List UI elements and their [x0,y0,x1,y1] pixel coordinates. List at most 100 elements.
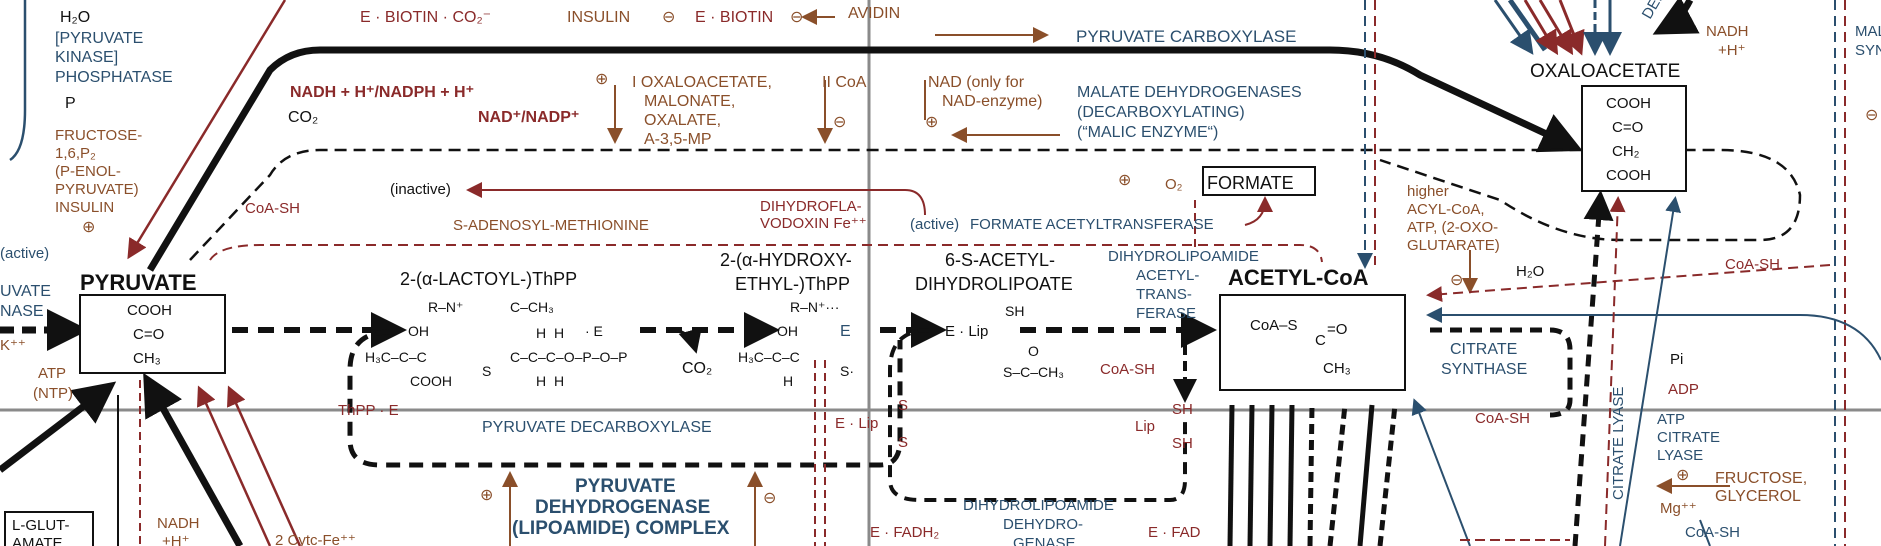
svg-text:NAD-enzyme): NAD-enzyme) [942,93,1042,110]
svg-text:DIHYDROLIPOAMIDE: DIHYDROLIPOAMIDE [963,497,1114,514]
left-blue-bracket [9,0,27,162]
pyruvate-carboxylase-label: PYRUVATE CARBOXYLASE [1076,27,1296,46]
svg-text:PYRUVATE): PYRUVATE) [55,181,139,198]
pk-phosphatase-label: [PYRUVATE KINASE] PHOSPHATASE [55,30,173,86]
nadh-left-label: NADH +H⁺ [157,515,200,546]
svg-text:CH₂: CH₂ [1612,143,1640,160]
citrate-synthase-label: CITRATE SYNTHASE [1441,341,1527,378]
svg-text:ETHYL-)ThPP: ETHYL-)ThPP [735,274,850,294]
svg-text:CITRATE: CITRATE [1450,341,1517,358]
avidin-label: AVIDIN [848,5,900,22]
svg-text:AMATE: AMATE [12,535,63,546]
svg-text:MALONATE,: MALONATE, [644,93,735,110]
svg-text:2-(α-HYDROXY-: 2-(α-HYDROXY- [720,250,852,270]
inhibitors-1-label: I OXALOACETATE, MALONATE, OXALATE, A-3,5… [632,74,772,148]
left-thick-arrow-in-2 [143,372,244,546]
inactive-arrow [466,182,926,216]
thpp-e-label: ThPP · E [338,402,399,419]
svg-text:FRUCTOSE,: FRUCTOSE, [1715,470,1807,487]
svg-text:R–N⁺···: R–N⁺··· [790,299,839,315]
svg-text:H: H [536,373,546,389]
left-red-arrow-2 [197,385,272,546]
svg-text:CITRATE: CITRATE [1657,429,1720,446]
lactoyl-thpp-title: 2-(α-LACTOYL-)ThPP [400,269,577,289]
inactive-label: (inactive) [390,181,451,198]
minus-symbol-insulin: ⊖ [662,9,675,26]
coa-sh-mid-label: CoA-SH [1100,361,1155,378]
coa-sh-left-label: CoA-SH [245,200,300,217]
svg-text:(“MALIC ENZYME“): (“MALIC ENZYME“) [1077,124,1218,141]
acetylcoa-blue-in [1411,398,1471,546]
fructose-bisphosphate-label: FRUCTOSE- 1,6,P₂ (P-ENOL- PYRUVATE) INSU… [55,127,142,216]
citrate-lyase-red [1604,196,1626,546]
svg-text:Lip: Lip [1135,418,1155,435]
acetylcoa-structure: CoA–S C =O CH₃ [1250,317,1351,377]
svg-text:OH: OH [408,323,429,339]
svg-text:S·: S· [840,363,854,379]
e-fad-label: E · FAD [1148,524,1201,541]
svg-text:H: H [554,373,564,389]
formate-box [1202,166,1316,196]
svg-text:ATP: ATP [38,365,66,382]
svg-text:Mg⁺⁺: Mg⁺⁺ [1660,500,1697,517]
citrate-loop [1430,327,1573,418]
formate-label: FORMATE [1207,173,1294,193]
svg-text:C=O: C=O [1612,119,1643,136]
svg-text:VODOXIN Fe⁺⁺: VODOXIN Fe⁺⁺ [760,215,867,232]
svg-text:1,6,P₂: 1,6,P₂ [55,145,96,162]
citrate-lyase-arrow [1619,196,1682,546]
pdh-complex-label: PYRUVATE DEHYDROGENASE (LIPOAMIDE) COMPL… [512,476,730,539]
svg-text:C–C–C–O–P–O–P: C–C–C–O–P–O–P [510,349,628,365]
oxalo-to-citrate-arrow [1572,190,1614,546]
svg-text:+H⁺: +H⁺ [162,533,190,546]
lglut-label: L-GLUT- AMATE [12,517,70,546]
formate-transferase-active-label: (active) [910,216,959,233]
acetyl-dihydrolipoate-title: 6-S-ACETYL- DIHYDROLIPOATE [915,250,1073,294]
plus-symbol-nad: ⊕ [925,114,938,131]
def-label: DEF [1639,0,1669,22]
coa-sh-cs-label: CoA-SH [1475,410,1530,427]
svg-text:SH: SH [1172,401,1193,418]
svg-text:NAD (only for: NAD (only for [928,74,1025,91]
sh-label: SH [1005,303,1024,319]
svg-text:COOH: COOH [127,302,172,319]
thpp-return-loop [347,329,903,468]
nase-label: NASE [0,303,44,320]
svg-text:DEHYDROGENASE: DEHYDROGENASE [535,497,710,518]
plus-symbol-o2: ⊕ [1118,172,1131,189]
svg-text:CH₃: CH₃ [133,350,161,367]
dihydroflavodoxin-label: DIHYDROFLA- VODOXIN Fe⁺⁺ [760,198,867,232]
dihydrolipoamide-acetyltransferase-label: DIHYDROLIPOAMIDE ACETYL- TRANS- FERASE [1108,248,1259,322]
plus-symbol-fructose: ⊕ [82,219,95,236]
svg-text:COOH: COOH [1606,95,1651,112]
left-red-arrow-1 [127,0,287,260]
minus-symbol-pdh: ⊖ [763,490,776,507]
svg-text:higher: higher [1407,183,1449,200]
svg-text:KINASE]: KINASE] [55,49,118,66]
svg-text:(DECARBOXYLATING): (DECARBOXYLATING) [1077,104,1245,121]
svg-text:DEHYDRO-: DEHYDRO- [1003,516,1083,533]
mal-syn-label: MAL SYN [1855,23,1881,59]
mg-coa-label: Mg⁺⁺ CoA-SH [1660,500,1740,541]
svg-text:· E: · E [585,323,603,339]
svg-text:GENASE: GENASE [1013,535,1076,546]
minus-symbol-higher: ⊖ [1450,272,1463,289]
minus-symbol-avidin: ⊖ [790,9,803,26]
top-right-arrow-fan [1493,0,1700,56]
svg-text:OH: OH [777,323,798,339]
dihydrolipoamide-dehydrogenase-label: DIHYDROLIPOAMIDE DEHYDRO- GENASE [963,497,1114,546]
lactoyl-structure: R–N⁺ C–CH₃ OH H₃C–C–C COOH S C–C–C–O–P–O… [365,299,628,389]
svg-text:C: C [1315,332,1326,349]
higher-acylcoa-label: higher ACYL-CoA, ATP, (2-OXO- GLUTARATE) [1407,183,1500,254]
mg-arrow [1699,519,1711,546]
acetylcoa-bundle [1227,404,1398,546]
o2-label: O₂ [1165,176,1183,193]
plus-symbol-pdh: ⊕ [480,487,493,504]
left-red-arrow-3 [227,385,302,546]
minus-symbol-coa: ⊖ [833,114,846,131]
svg-text:(LIPOAMIDE) COMPLEX: (LIPOAMIDE) COMPLEX [512,518,730,539]
svg-text:DIHYDROLIPOATE: DIHYDROLIPOATE [915,274,1073,294]
svg-text:FERASE: FERASE [1136,305,1196,322]
oxaloacetate-structure: COOH C=O CH₂ COOH [1606,95,1651,184]
svg-text:H: H [554,325,564,341]
